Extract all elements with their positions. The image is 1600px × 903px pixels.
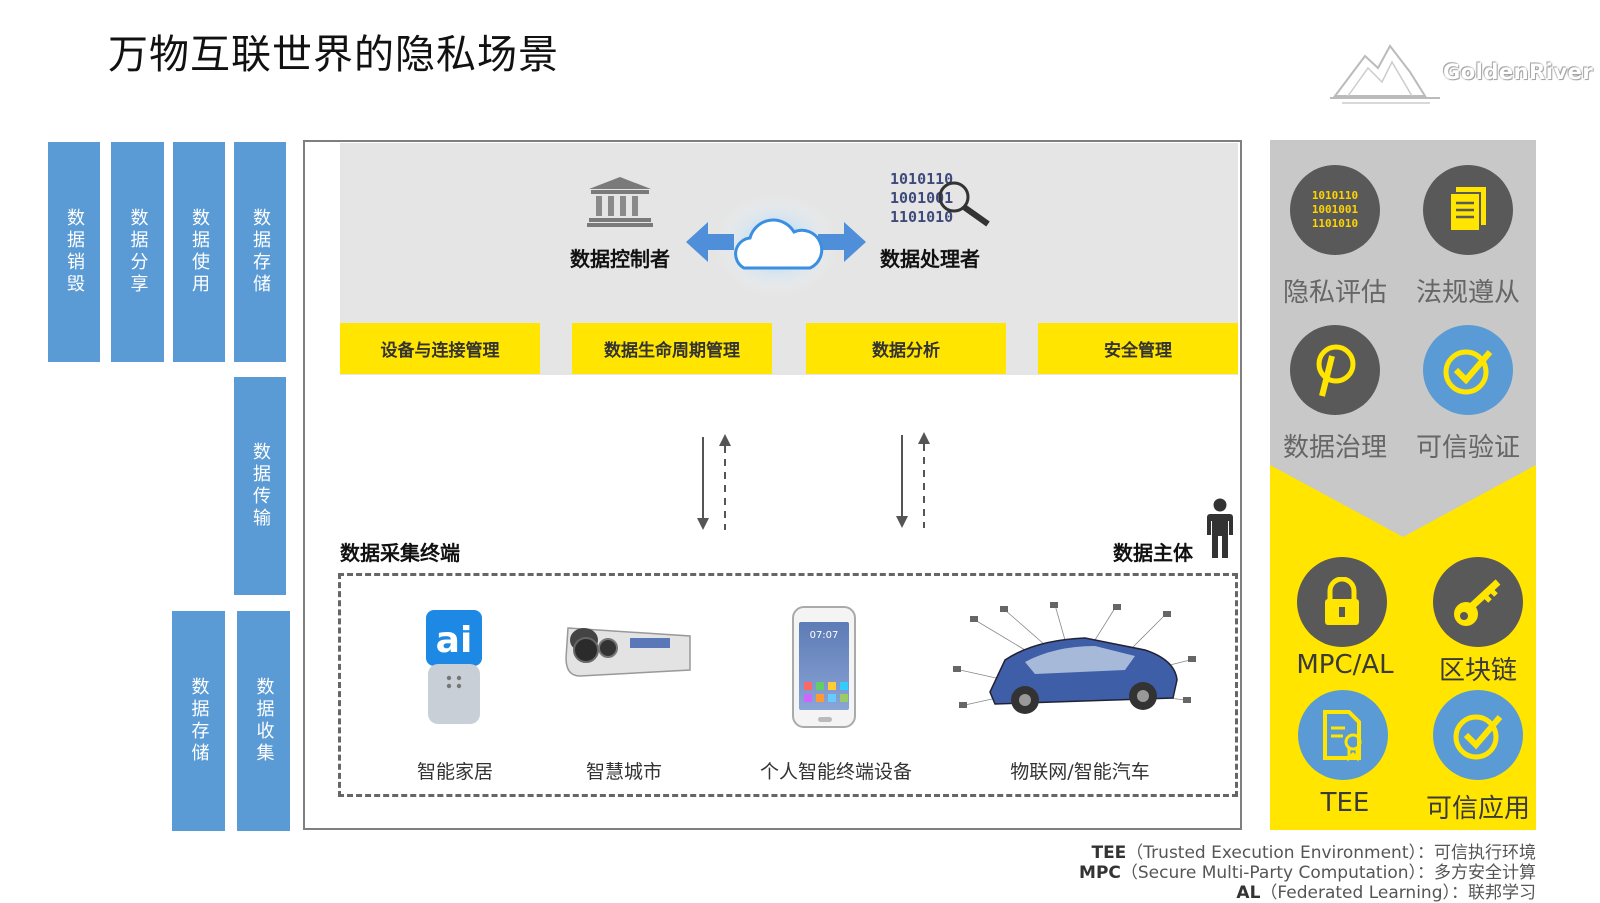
binary-line: 1101010 [1311,217,1359,230]
mountain-logo-icon [1330,44,1440,104]
label-mpc-al: MPC/AL [1296,650,1394,680]
svg-text:ai: ai [436,620,473,661]
bar-label: 数据传输 [250,442,271,530]
lock-icon [1325,577,1359,625]
smart-car-icon [953,602,1196,714]
bar-label: 数据存储 [250,208,271,296]
bar-data-storage-bottom: 数据存储 [172,611,225,831]
logo-text: GoldenRiver [1443,60,1594,84]
bar-label: 数据使用 [189,208,210,296]
footnote-abbr: TEE [1091,843,1127,863]
terminal-label: 数据采集终端 [340,541,460,565]
data-subject-label: 数据主体 [1113,541,1193,565]
data-flow-arrows-right [896,432,930,528]
trusted-verification-circle [1423,325,1513,415]
label-trusted-application: 可信应用 [1425,794,1531,824]
magnifier-icon [938,181,990,227]
footnote-abbr: AL [1236,883,1261,903]
data-flow-arrows-left [697,434,731,530]
bank-icon [587,177,653,227]
bar-data-use: 数据使用 [173,142,225,362]
data-controller-label: 数据控制者 [570,247,670,271]
person-icon [1207,498,1233,558]
device-label-iot-car: 物联网/智能汽车 [1010,761,1150,783]
device-label-smart-home: 智能家居 [416,761,494,783]
smartphone-icon: 07:07 [792,606,856,728]
tee-circle [1298,690,1388,780]
trusted-application-circle [1433,690,1523,780]
check-icon [1443,349,1493,395]
phone-clock: 07:07 [809,630,839,641]
binary-line: 1010110 [890,170,954,188]
label-blockchain: 区块链 [1438,656,1518,686]
page-title: 万物互联世界的隐私场景 [108,32,559,78]
binary-line: 1001001 [1311,203,1359,216]
pinterest-icon [1316,344,1356,397]
phone-app-grid [804,682,848,702]
label-tee: TEE [1320,788,1370,818]
cloud-icon [686,193,866,297]
blockchain-circle [1433,557,1523,647]
certificate-icon [1323,710,1362,762]
binary-data-icon: 1010110 1001001 1101010 [890,170,990,227]
footnote-text: （Secure Multi-Party Computation）：多方安全计算 [1120,863,1536,883]
bar-data-share: 数据分享 [111,142,164,362]
label-data-governance: 数据治理 [1282,433,1388,463]
smart-speaker-icon: ai [426,610,482,724]
bar-label: 数据存储 [188,677,210,765]
data-governance-circle [1290,325,1380,415]
box-data-analysis: 数据分析 [806,323,1006,374]
documents-icon [1449,187,1486,232]
footnote-abbr: MPC [1079,863,1121,883]
box-data-lifecycle: 数据生命周期管理 [572,323,772,374]
privacy-assessment-circle: 1010110 1001001 1101010 [1290,165,1380,255]
bar-data-transfer: 数据传输 [234,377,286,595]
bar-data-collect: 数据收集 [237,611,290,831]
bar-data-destroy: 数据销毁 [48,142,100,362]
binary-line: 1001001 [890,189,954,207]
binary-line: 1010110 [1311,189,1359,202]
binary-magnifier-icon: 1010110 1001001 1101010 [1312,189,1358,231]
bar-label: 数据收集 [253,677,275,765]
surveillance-camera-icon [565,627,691,677]
bar-data-storage-top: 数据存储 [234,142,286,362]
device-label-personal-terminal: 个人智能终端设备 [759,761,913,783]
device-label-smart-city: 智慧城市 [585,761,663,783]
footnote-mpc: MPC（Secure Multi-Party Computation）：多方安全… [1079,858,1536,883]
phone-screen: 07:07 [799,622,849,710]
footnote-al: AL（Federated Learning）：联邦学习 [1236,878,1536,903]
footnote-text: （Trusted Execution Environment）：可信执行环境 [1126,843,1536,863]
footnote-text: （Federated Learning）：联邦学习 [1260,883,1536,903]
key-icon [1454,579,1501,626]
box-device-connection: 设备与连接管理 [340,323,540,374]
check-icon [1453,714,1503,760]
label-trusted-verification: 可信验证 [1415,433,1521,463]
compliance-circle [1423,165,1513,255]
binary-line: 1101010 [890,208,954,226]
label-compliance: 法规遵从 [1415,278,1521,308]
label-privacy-assessment: 隐私评估 [1282,278,1388,308]
bar-label: 数据分享 [127,208,149,296]
bar-label: 数据销毁 [64,208,85,296]
box-security-management: 安全管理 [1038,323,1238,374]
device-group-box [338,573,1238,797]
data-processor-label: 数据处理者 [880,247,980,271]
goldenriver-logo: GoldenRiver [1330,38,1593,108]
footnote-tee: TEE（Trusted Execution Environment）：可信执行环… [1091,838,1536,863]
mpc-circle [1297,557,1387,647]
